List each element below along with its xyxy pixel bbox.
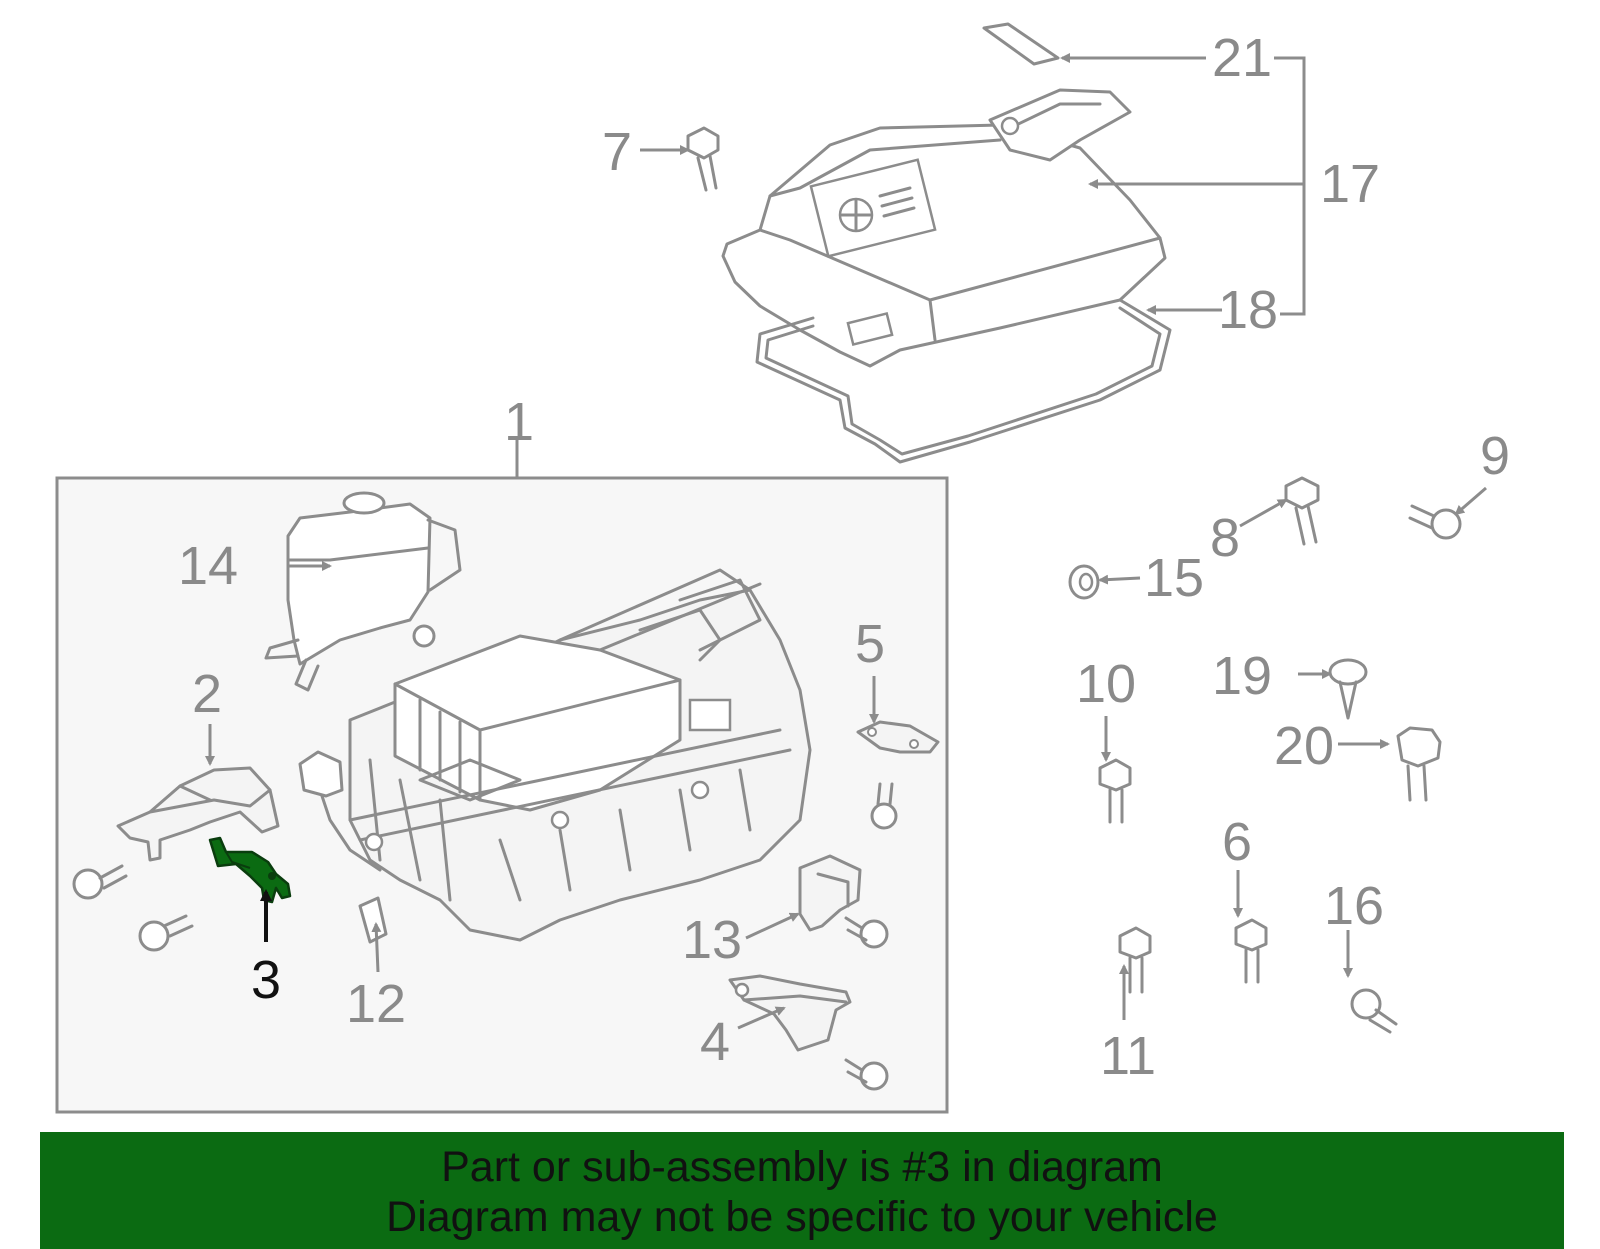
label-11: 11 xyxy=(1100,1026,1156,1086)
bolt-16 xyxy=(1350,988,1398,1034)
label-8: 8 xyxy=(1210,508,1240,568)
bolt-9 xyxy=(1408,504,1462,540)
label-2: 2 xyxy=(192,664,222,724)
bolt-10 xyxy=(1098,758,1132,824)
bolt-8 xyxy=(1284,476,1320,546)
bolt-inside-left-2 xyxy=(138,914,194,952)
bolt-20 xyxy=(1396,726,1442,802)
bolt-7 xyxy=(686,126,720,192)
inverter-cover xyxy=(721,88,1167,368)
leader-lines xyxy=(205,53,1487,1030)
washer-15 xyxy=(1068,564,1100,600)
bolt-inside-right-3 xyxy=(844,1058,889,1091)
label-9: 9 xyxy=(1480,426,1510,486)
label-15: 15 xyxy=(1144,548,1204,608)
bracket-13 xyxy=(798,854,862,932)
label-7: 7 xyxy=(602,122,632,182)
label-10: 10 xyxy=(1076,654,1136,714)
bolt-11 xyxy=(1118,926,1152,994)
inverter-body xyxy=(298,568,812,942)
bolt-inside-left-1 xyxy=(72,864,128,900)
label-1: 1 xyxy=(504,392,534,452)
banner-line-1: Part or sub-assembly is #3 in diagram xyxy=(441,1143,1163,1191)
gasket xyxy=(755,298,1172,464)
part-labels: 1 2 3 4 5 6 7 8 9 10 11 12 13 14 15 16 1… xyxy=(178,28,1510,1086)
bracket-2 xyxy=(116,766,280,862)
label-16: 16 xyxy=(1324,876,1384,936)
bolt-inside-right-2 xyxy=(844,916,889,949)
label-19: 19 xyxy=(1212,646,1272,706)
label-21: 21 xyxy=(1212,28,1272,88)
bracket-4 xyxy=(728,974,852,1052)
coolant-reservoir xyxy=(264,491,462,692)
screw-19 xyxy=(1328,658,1368,720)
bolt-6 xyxy=(1234,918,1268,984)
label-6: 6 xyxy=(1222,812,1252,872)
label-18: 18 xyxy=(1218,280,1278,340)
bracket-5 xyxy=(856,720,940,754)
label-14: 14 xyxy=(178,536,238,596)
label-12: 12 xyxy=(346,974,406,1034)
label-17: 17 xyxy=(1320,154,1380,214)
label-5: 5 xyxy=(855,614,885,674)
label-20: 20 xyxy=(1274,716,1334,776)
label-4: 4 xyxy=(700,1012,730,1072)
highlighted-part-3 xyxy=(208,836,292,904)
banner-line-2: Diagram may not be specific to your vehi… xyxy=(386,1193,1218,1241)
label-plate xyxy=(982,22,1060,66)
info-banner: Part or sub-assembly is #3 in diagram Di… xyxy=(40,1132,1564,1249)
label-13: 13 xyxy=(682,910,742,970)
bolt-inside-right-1 xyxy=(870,782,898,830)
label-3: 3 xyxy=(251,950,281,1010)
